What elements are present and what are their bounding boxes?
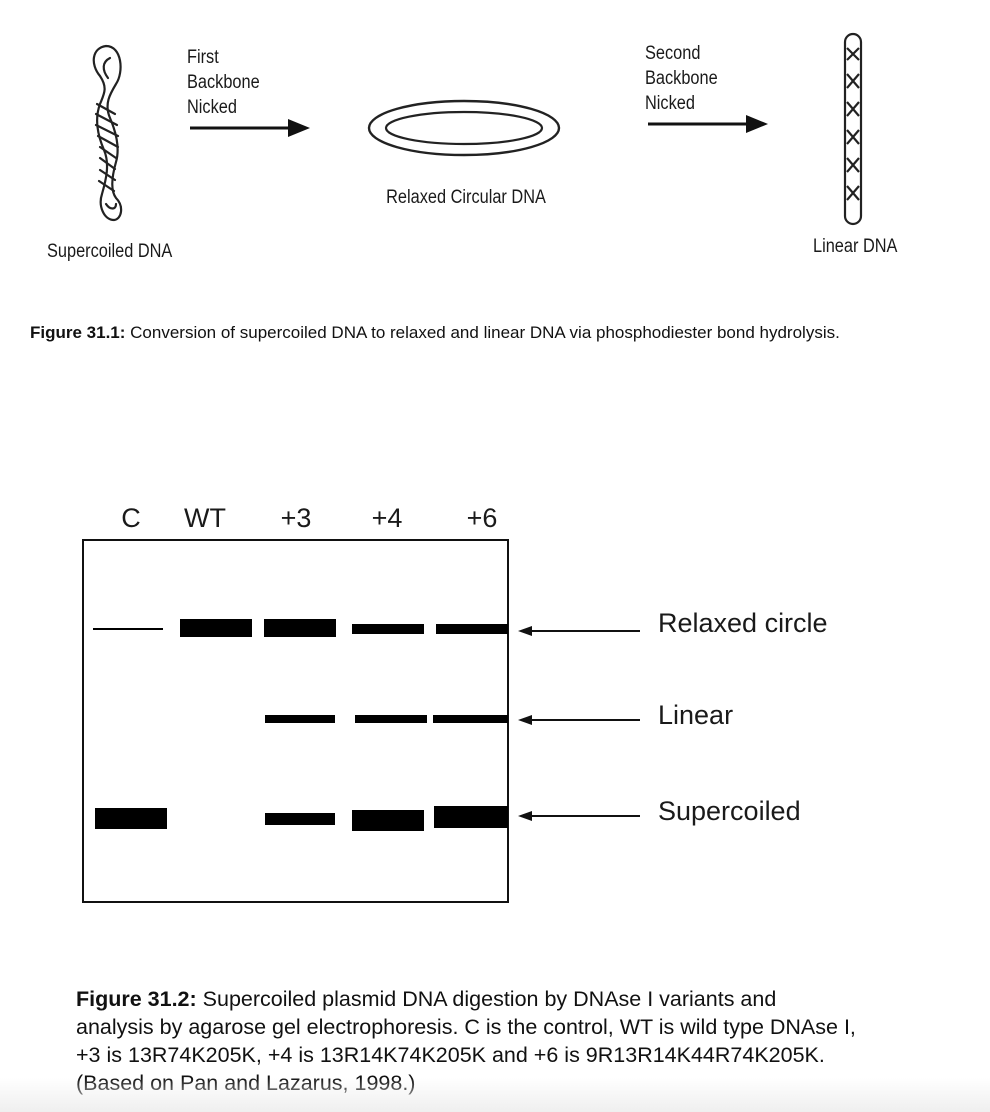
first-step-label-line-2: Backbone	[187, 72, 260, 93]
first-step-label-line-3: Nicked	[187, 97, 237, 118]
lane-label-wt: WT	[184, 503, 226, 533]
linear-label: Linear	[658, 700, 734, 730]
linear-dna-label: Linear DNA	[813, 236, 898, 257]
gel-band-plus-3-supercoiled	[265, 813, 335, 825]
figure-31-2-caption-label: Figure 31.2:	[76, 987, 197, 1011]
supercoiled-dna-illustration	[92, 44, 123, 222]
figure-31-2-caption-text: Supercoiled plasmid DNA digestion by DNA…	[76, 987, 856, 1095]
gel-band-c-supercoiled	[95, 808, 167, 829]
supercoiled-label: Supercoiled	[658, 796, 801, 826]
second-step-label-line-1: Second	[645, 43, 701, 64]
gel-band-wt-relaxed	[180, 619, 252, 637]
agarose-gel	[82, 539, 509, 903]
gel-band-plus-4-supercoiled	[352, 810, 424, 831]
bottom-shadow	[0, 1078, 990, 1112]
gel-band-plus-4-linear	[355, 715, 427, 723]
figure-31-1-caption: Figure 31.1: Conversion of supercoiled D…	[30, 322, 930, 344]
relaxed-circular-dna-label: Relaxed Circular DNA	[386, 187, 546, 208]
second-step-arrow	[648, 115, 768, 133]
first-step-label-line-1: First	[187, 47, 219, 68]
figure-31-1-caption-text: Conversion of supercoiled DNA to relaxed…	[125, 323, 840, 342]
gel-band-c-relaxed	[93, 628, 163, 630]
lane-label-c: C	[121, 503, 141, 533]
relaxed-circle-label: Relaxed circle	[658, 608, 828, 638]
lane-label-plus-4: +4	[371, 503, 403, 533]
gel-band-plus-4-relaxed	[352, 624, 424, 634]
figure-31-2-caption: Figure 31.2: Supercoiled plasmid DNA dig…	[76, 985, 856, 1097]
second-step-label-line-2: Backbone	[645, 68, 718, 89]
supercoiled-dna-label: Supercoiled DNA	[47, 241, 173, 262]
figure-31-1-caption-label: Figure 31.1:	[30, 323, 126, 342]
lane-label-plus-3: +3	[280, 503, 312, 533]
lane-label-plus-6: +6	[466, 503, 498, 533]
second-step-label-line-3: Nicked	[645, 93, 695, 114]
gel-band-plus-3-relaxed	[264, 619, 336, 637]
gel-band-plus-6-supercoiled	[434, 806, 508, 828]
first-step-arrow	[190, 119, 310, 137]
linear-dna-illustration	[843, 32, 863, 226]
gel-band-plus-6-linear	[433, 715, 508, 723]
relaxed-circular-dna-illustration	[367, 99, 561, 157]
gel-band-plus-3-linear	[265, 715, 335, 723]
gel-band-plus-6-relaxed	[436, 624, 508, 634]
